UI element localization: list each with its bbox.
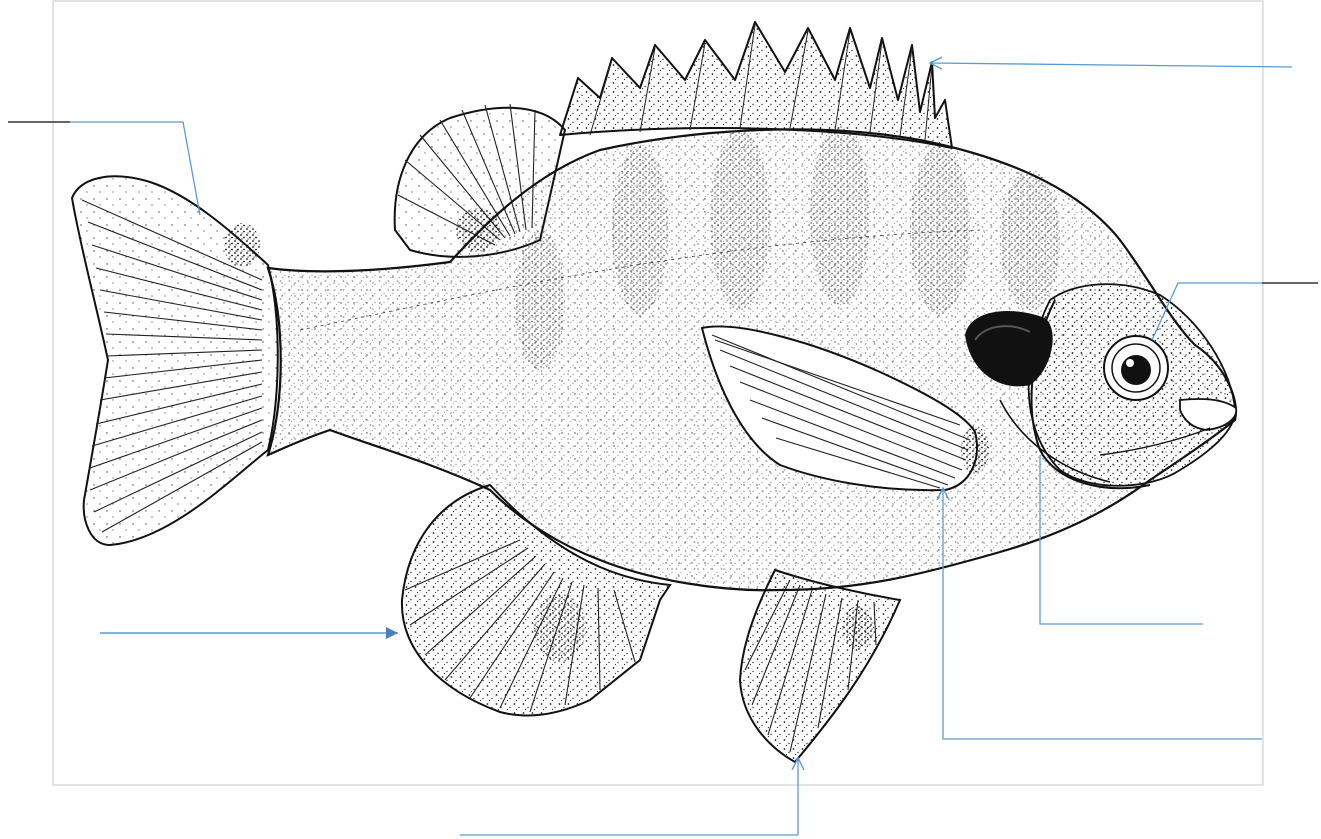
eye bbox=[1104, 336, 1168, 400]
